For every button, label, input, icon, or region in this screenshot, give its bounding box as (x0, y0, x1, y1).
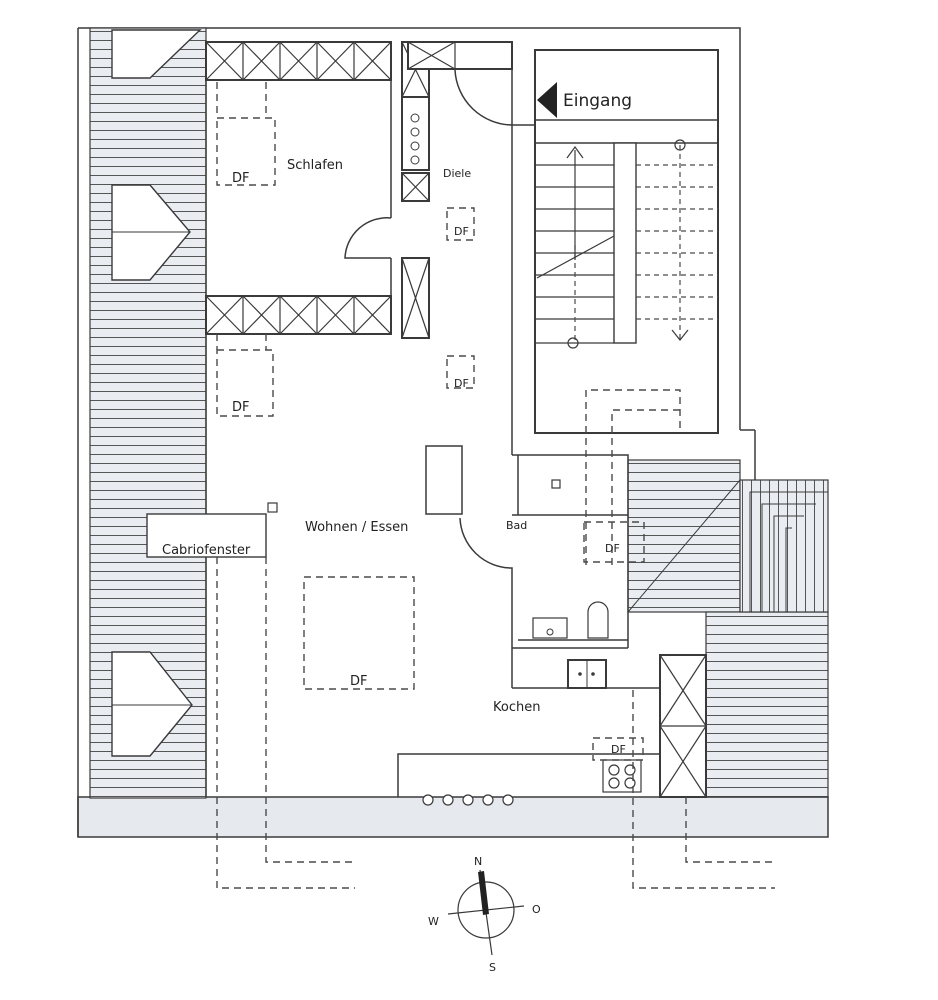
compass-east: O (532, 903, 541, 916)
label-living: Wohnen / Essen (305, 520, 408, 535)
compass: N S W O (428, 855, 541, 974)
toilet (587, 601, 609, 639)
label-df-kitchen: DF (611, 743, 626, 756)
roof-windows (216, 82, 775, 889)
label-entrance: Eingang (563, 91, 632, 111)
compass-west: W (428, 915, 439, 928)
sink (532, 617, 568, 639)
compass-north: N (474, 855, 482, 868)
bathroom-room (459, 454, 629, 649)
label-df-left: DF (232, 400, 250, 415)
label-df-bath: DF (605, 542, 620, 555)
cabrio-window (146, 513, 267, 558)
compass-needle-icon (478, 871, 489, 915)
label-cabrio-window: Cabriofenster (162, 543, 251, 558)
label-df-hall-2: DF (454, 377, 469, 390)
right-roof-hatch (627, 429, 829, 798)
label-hall: Diele (443, 167, 471, 180)
outer-walls (77, 27, 829, 838)
staircase (534, 49, 719, 434)
window-row (422, 794, 514, 806)
label-df-living: DF (350, 674, 368, 689)
label-kitchen: Kochen (493, 700, 540, 715)
entrance-arrow-icon (537, 82, 557, 118)
label-bath: Bad (506, 519, 527, 532)
left-roof-hatch (89, 27, 207, 799)
bedroom-room (205, 41, 392, 335)
stove (602, 759, 642, 793)
label-df-bedroom: DF (232, 171, 250, 186)
compass-south: S (489, 961, 496, 974)
label-df-hall-1: DF (454, 225, 469, 238)
cabinet (425, 445, 463, 515)
hall-closets (401, 41, 513, 339)
kitchen-area (397, 648, 707, 806)
label-bedroom: Schlafen (287, 158, 343, 173)
entrance-door (454, 69, 535, 126)
